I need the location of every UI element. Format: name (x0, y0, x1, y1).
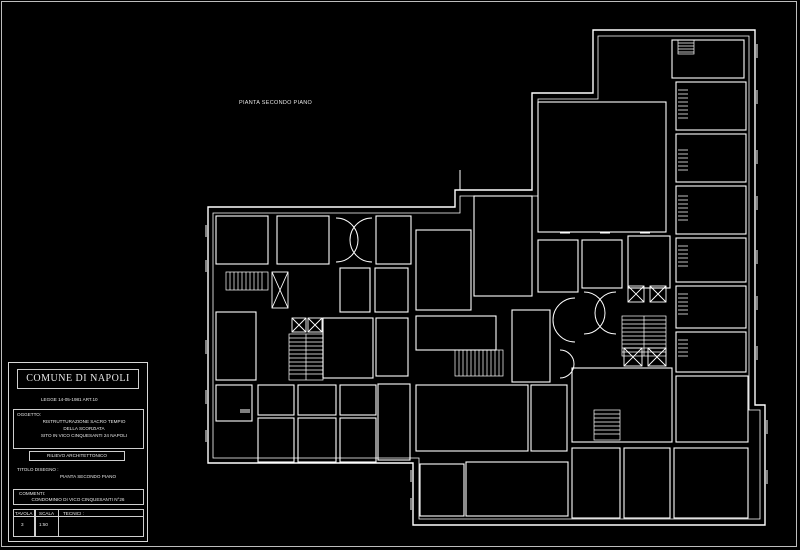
staircase (678, 195, 688, 221)
lift-shaft (623, 347, 643, 367)
staircase (677, 39, 695, 55)
room (537, 101, 667, 233)
authority-name: COMUNE DI NAPOLI (26, 373, 130, 384)
room (415, 315, 497, 351)
oggetto-label: OGGETTO: (17, 412, 42, 417)
staircases (225, 39, 695, 441)
room (215, 311, 257, 381)
room (257, 384, 295, 416)
scala-label: SCALA (39, 511, 55, 516)
room (511, 309, 551, 383)
room (671, 39, 745, 79)
room (537, 239, 579, 293)
staircase (678, 293, 688, 315)
staircase (621, 315, 667, 357)
room (571, 447, 621, 519)
lift-shaft (307, 317, 323, 333)
room (623, 447, 671, 519)
windows (205, 44, 768, 510)
room (675, 133, 747, 183)
door-swing (349, 217, 373, 263)
room (377, 383, 411, 461)
plan-title: PIANTA SECONDO PIANO (239, 100, 313, 106)
oggetto-box (13, 409, 144, 449)
titolo-value: PIANTA SECONDO PIANO (59, 474, 117, 479)
staircase (678, 245, 688, 267)
room (675, 375, 749, 443)
tecnici-label: TECNICI : (63, 511, 84, 516)
room (675, 331, 747, 373)
oggetto-line-3: SITO IN VICO CINQUESANTI 24 NAPOLI (40, 433, 128, 438)
room (297, 384, 337, 416)
lift-shaft (647, 347, 667, 367)
staircase (593, 409, 621, 441)
staircase (678, 339, 688, 357)
door-swing (559, 349, 575, 379)
tavola-label: TAVOLA (15, 511, 33, 516)
tavola-value: 3 (21, 522, 24, 527)
staircase (454, 349, 504, 377)
room (375, 317, 409, 377)
rilievo-label: RILIEVO ARCHITETTONICO (47, 453, 107, 458)
room (415, 384, 529, 452)
oggetto-line-2: DELLA SCORZIATA (63, 426, 105, 431)
room (675, 81, 747, 131)
room (215, 384, 253, 422)
building-outline-inner (212, 35, 761, 520)
lift-shafts (271, 271, 667, 367)
room (465, 461, 569, 517)
room (675, 185, 747, 235)
room (339, 417, 377, 463)
tavola-divider (13, 516, 144, 517)
oggetto-line-1: RISTRUTTURAZIONE SACRO TEMPIO (42, 419, 126, 424)
room (673, 447, 749, 519)
room (257, 417, 295, 463)
room (415, 229, 472, 311)
room (374, 267, 409, 313)
room (339, 384, 377, 416)
room (375, 215, 412, 265)
commenti-box (13, 489, 144, 505)
room (419, 463, 465, 517)
room (627, 235, 671, 289)
staircase (225, 271, 269, 291)
room (530, 384, 568, 452)
room (297, 417, 337, 463)
scala-cell (35, 509, 59, 537)
door-swing (552, 297, 576, 343)
commenti-value: CONDOMINIO DI VICO CINQUESANTI N°26 (31, 497, 125, 502)
commenti-label: COMMENTI: (19, 491, 46, 496)
door-swings (335, 217, 617, 379)
scala-value: 1:50 (39, 522, 48, 527)
room (276, 215, 330, 265)
tavola-cell (13, 509, 35, 537)
room (571, 367, 673, 443)
room (215, 215, 269, 265)
staircase (288, 333, 324, 381)
building-outline (207, 29, 766, 526)
lift-shaft (649, 285, 667, 303)
door-swing (594, 291, 617, 335)
room (675, 285, 747, 329)
room (581, 239, 623, 289)
room (473, 195, 533, 297)
room (322, 317, 374, 379)
room (339, 267, 371, 313)
lift-shaft (291, 317, 307, 333)
lift-shaft (271, 271, 289, 309)
title-block: COMUNE DI NAPOLI LEGGE 14-05-1981 ART.10… (8, 362, 148, 542)
room (675, 237, 747, 283)
door-swing (583, 291, 606, 335)
rilievo-box (29, 451, 125, 461)
titolo-label: TITOLO DISEGNO : (17, 467, 59, 472)
rooms (215, 39, 749, 519)
staircase (678, 149, 688, 171)
lift-shaft (627, 285, 645, 303)
authority-box (17, 369, 139, 389)
law-reference: LEGGE 14-05-1981 ART.10 (41, 397, 98, 402)
staircase (678, 89, 688, 119)
door-swing (335, 217, 359, 263)
